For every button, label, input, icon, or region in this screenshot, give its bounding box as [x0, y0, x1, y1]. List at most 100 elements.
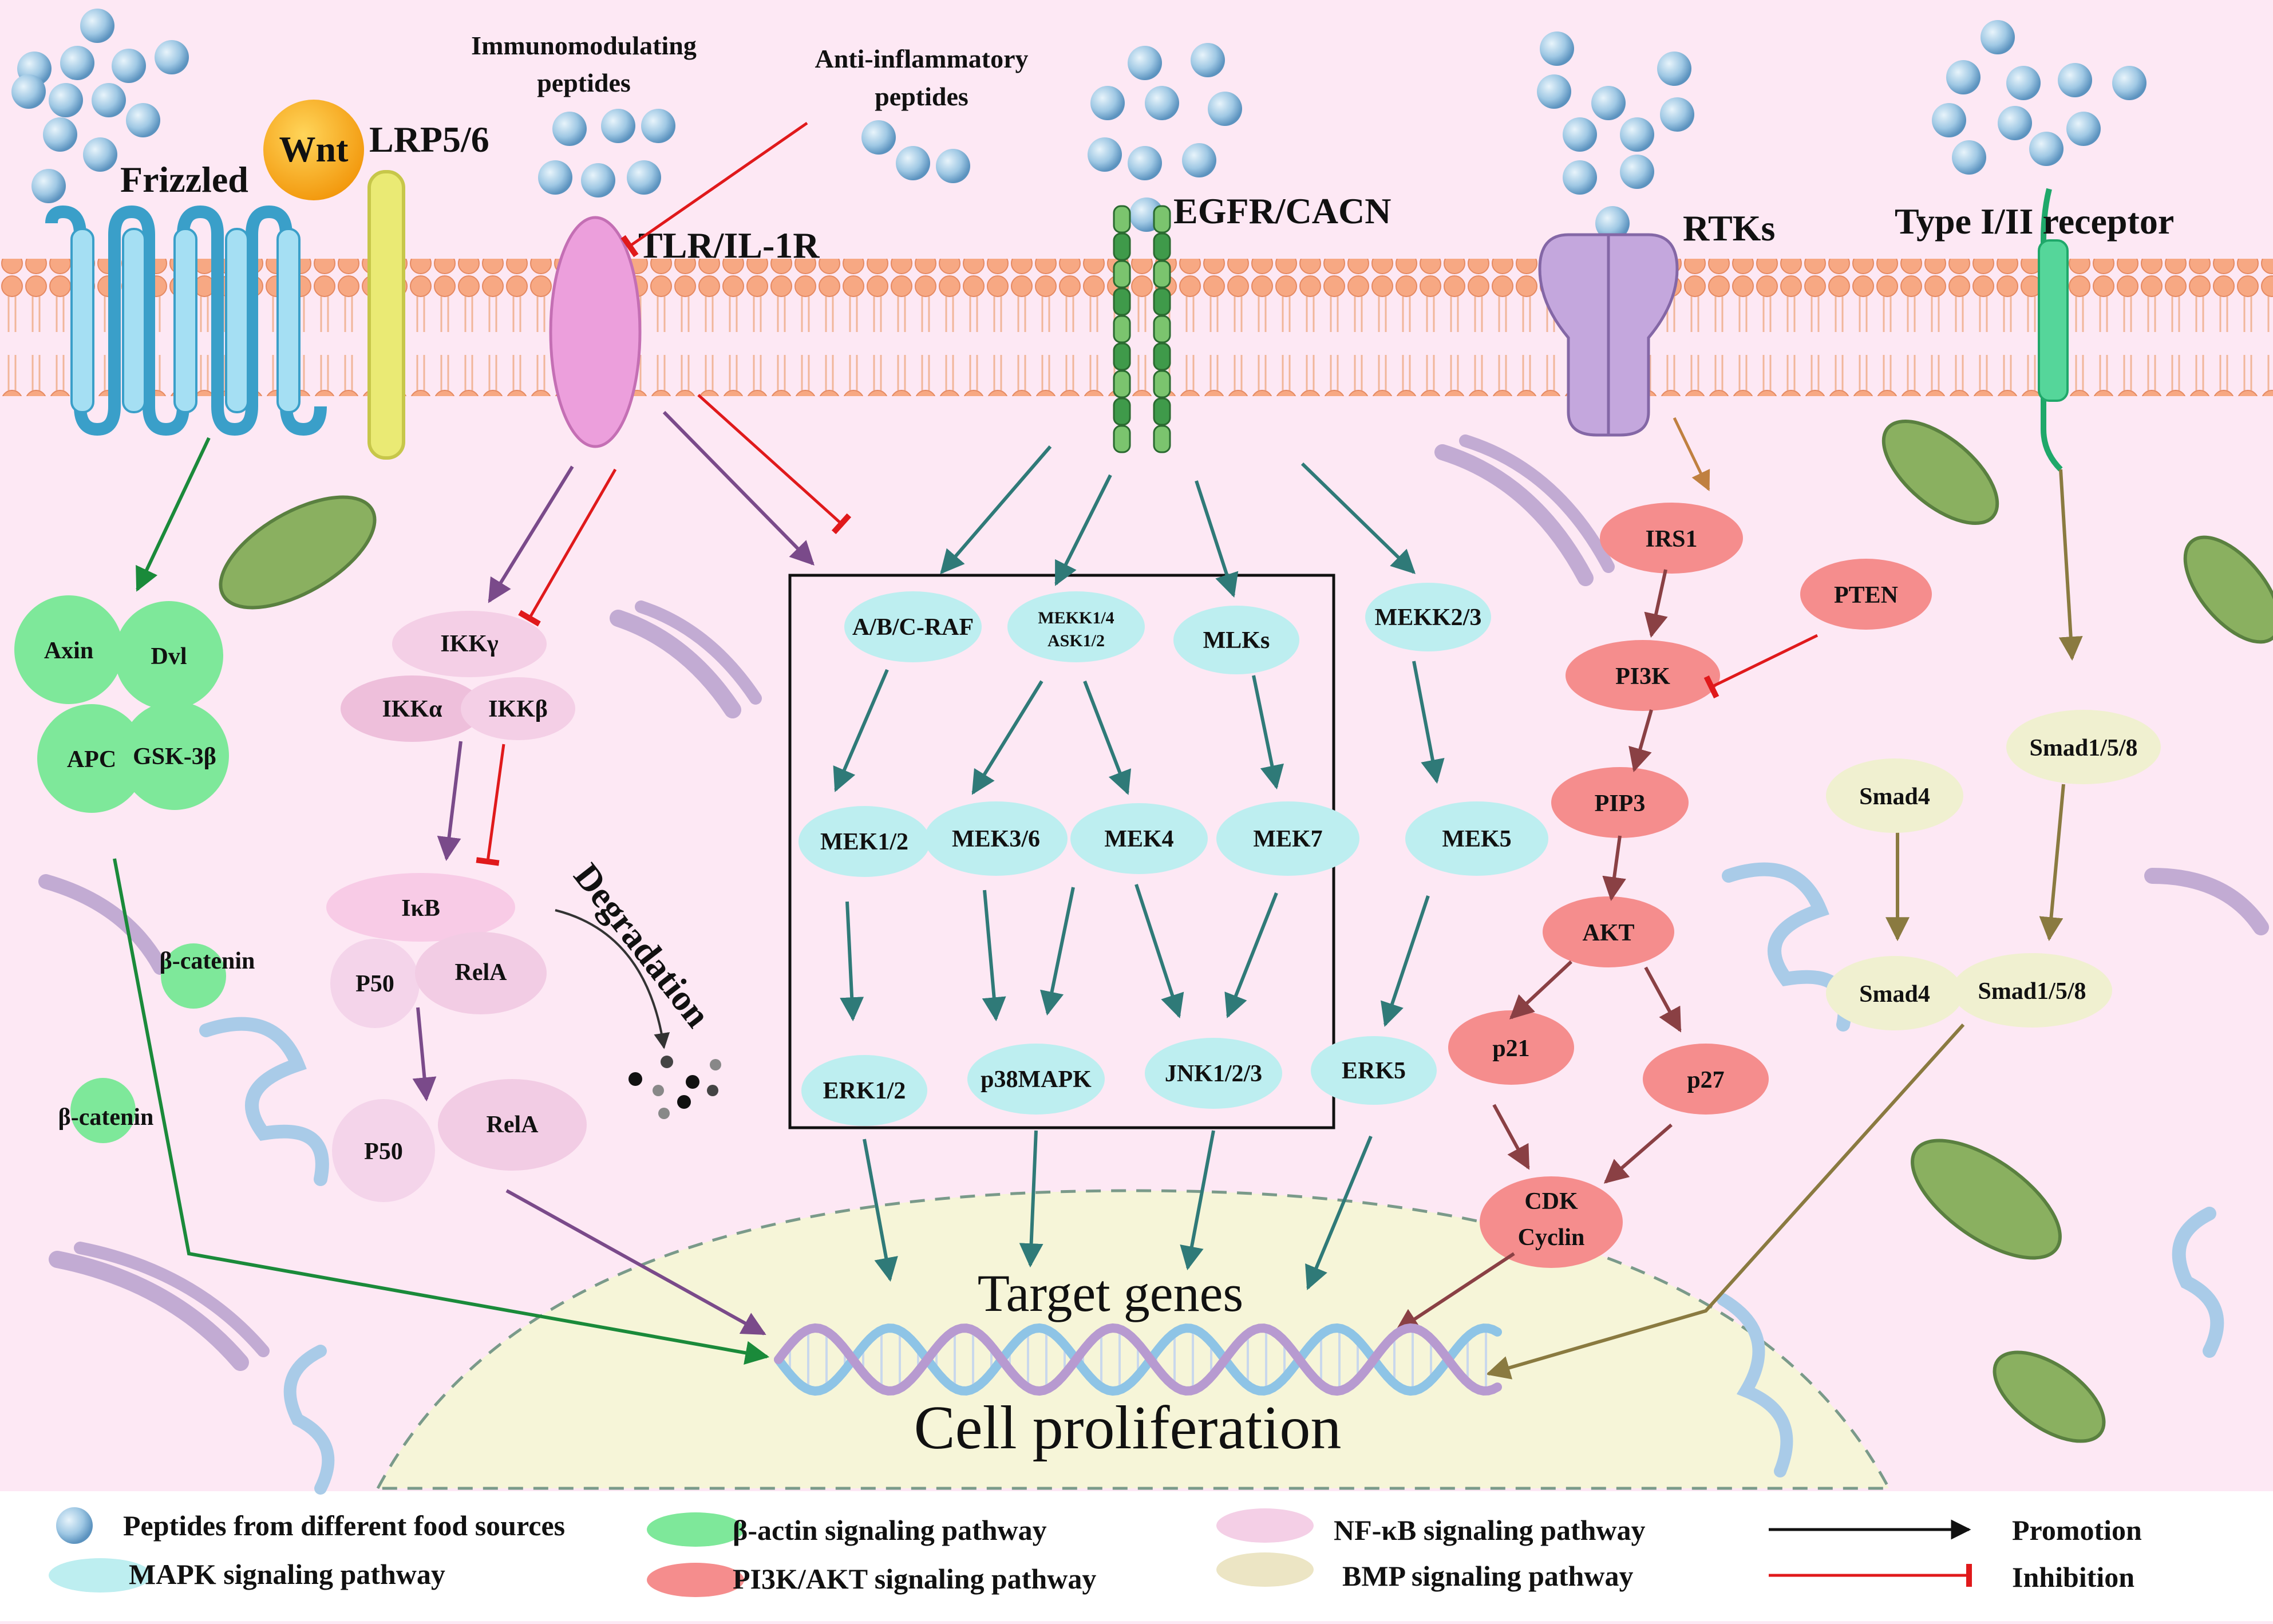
promote-arrow — [982, 890, 1006, 1022]
peptide-icon — [31, 169, 66, 203]
irs1-node — [1600, 503, 1743, 574]
legend-peptides: Peptides from different food sources — [123, 1510, 565, 1542]
promote-arrow — [136, 437, 211, 592]
peptide-icon — [552, 112, 587, 146]
promote-arrow — [1054, 474, 1112, 586]
degradation-particles — [628, 1056, 721, 1119]
promote-arrow — [437, 741, 462, 862]
target-genes-label: Target genes — [978, 1264, 1243, 1322]
immuno-peptides-label-1: Immunomodulating — [471, 31, 697, 60]
erk12-node — [801, 1055, 927, 1126]
p27-label: p27 — [1687, 1067, 1724, 1093]
peptide-legend-icon — [56, 1507, 93, 1544]
pip3-node — [1551, 767, 1689, 838]
akt-node — [1543, 896, 1674, 967]
rela-node — [438, 1079, 587, 1171]
promote-arrow — [412, 1007, 437, 1102]
promote-arrow — [1603, 1123, 1673, 1184]
peptide-icon — [1998, 106, 2032, 140]
promote-arrow — [1300, 462, 1416, 574]
rela-label-1: RelA — [455, 959, 508, 986]
peptide-icon — [1128, 46, 1162, 80]
jnk-label: JNK1/2/3 — [1165, 1061, 1262, 1087]
peptide-icon — [2112, 66, 2146, 100]
peptide-icon — [83, 137, 117, 172]
peptide-icon — [126, 103, 160, 137]
mekk14-node — [1007, 591, 1145, 662]
peptide-icon — [538, 160, 572, 195]
immuno-peptides-label-2: peptides — [537, 68, 631, 97]
promote-arrow — [113, 858, 770, 1365]
smad158a-node — [2006, 710, 2161, 784]
egfr-label: EGFR/CACN — [1173, 191, 1391, 231]
promote-arrow — [1019, 1130, 1043, 1268]
promote-arrow — [1644, 966, 1682, 1033]
peptide-icon — [112, 49, 146, 83]
p21-node — [1448, 1010, 1574, 1085]
bmp-legend-swatch — [1216, 1552, 1314, 1587]
p21-label: p21 — [1492, 1036, 1529, 1062]
wnt-label: Wnt — [279, 129, 349, 169]
peptide-icon — [155, 40, 189, 74]
rtk-receptor — [1538, 233, 1679, 437]
apc-node: APC — [67, 746, 116, 773]
erk5-node — [1311, 1036, 1437, 1105]
pten-node — [1800, 559, 1932, 630]
peptide-cluster — [11, 9, 2146, 240]
peptide-icon — [1540, 31, 1574, 66]
legend-pi3k: PI3K/AKT signaling pathway — [733, 1563, 1096, 1595]
legend-nfkb: NF-κB signaling pathway — [1334, 1514, 1646, 1546]
peptide-icon — [80, 9, 114, 43]
mek5-node — [1405, 801, 1548, 876]
anti-peptides-label-1: Anti-inflammatory — [815, 44, 1028, 73]
smad4a-label: Smad4 — [1859, 784, 1930, 810]
ikka-label: IKKα — [382, 696, 442, 722]
p50-node — [330, 939, 420, 1028]
mlks-node — [1173, 606, 1299, 674]
degradation-arrow — [555, 909, 670, 1049]
pip3-label: PIP3 — [1595, 791, 1646, 817]
peptide-icon — [2029, 132, 2064, 166]
dna-helix — [774, 1323, 1502, 1396]
beta-catenin-node — [161, 943, 226, 1009]
legend-bmp: BMP signaling pathway — [1342, 1560, 1633, 1592]
promote-arrow — [863, 1139, 898, 1282]
peptide-icon — [1563, 160, 1597, 195]
promote-arrow — [1134, 884, 1184, 1018]
inhibit-arrow — [697, 394, 852, 535]
peptide-icon — [2006, 66, 2041, 100]
promote-arrow — [1628, 709, 1653, 773]
mek12-label: MEK1/2 — [820, 829, 908, 855]
inhibit-arrow — [518, 468, 617, 627]
inhibit-arrow — [620, 121, 808, 258]
promote-arrow — [505, 1189, 766, 1335]
legend: Peptides from different food sources MAP… — [49, 1507, 2142, 1597]
peptide-icon — [1595, 206, 1630, 240]
promote-arrow — [840, 901, 864, 1022]
peptide-icon — [1182, 143, 1216, 177]
ikka-node — [341, 675, 484, 742]
degradation-label: Degradation — [566, 856, 718, 1035]
legend-bactin: β-actin signaling pathway — [733, 1514, 1047, 1546]
promote-arrow — [1381, 895, 1430, 1027]
beta-catenin-label-1: β-catenin — [160, 948, 255, 974]
peptide-icon — [1981, 20, 2015, 54]
akt-label: AKT — [1582, 920, 1634, 946]
mitochondrion-icon — [219, 419, 2273, 1443]
rela-node — [415, 932, 547, 1014]
promote-arrow — [1040, 887, 1075, 1016]
peptide-icon — [641, 109, 675, 143]
tlr-label: TLR/IL-1R — [638, 225, 820, 266]
ikkb-label: IKKβ — [488, 696, 548, 722]
peptide-icon — [1563, 117, 1597, 152]
lrp-receptor — [367, 170, 405, 460]
legend-panel — [0, 1491, 2273, 1621]
dvl-node: Dvl — [151, 643, 187, 670]
raf-label: A/B/C-RAF — [852, 614, 974, 641]
p38-label: p38MAPK — [981, 1066, 1092, 1093]
p50-label-2: P50 — [364, 1139, 403, 1165]
peptide-icon — [1090, 86, 1125, 120]
peptide-icon — [1657, 52, 1691, 86]
promote-arrow — [662, 410, 815, 566]
